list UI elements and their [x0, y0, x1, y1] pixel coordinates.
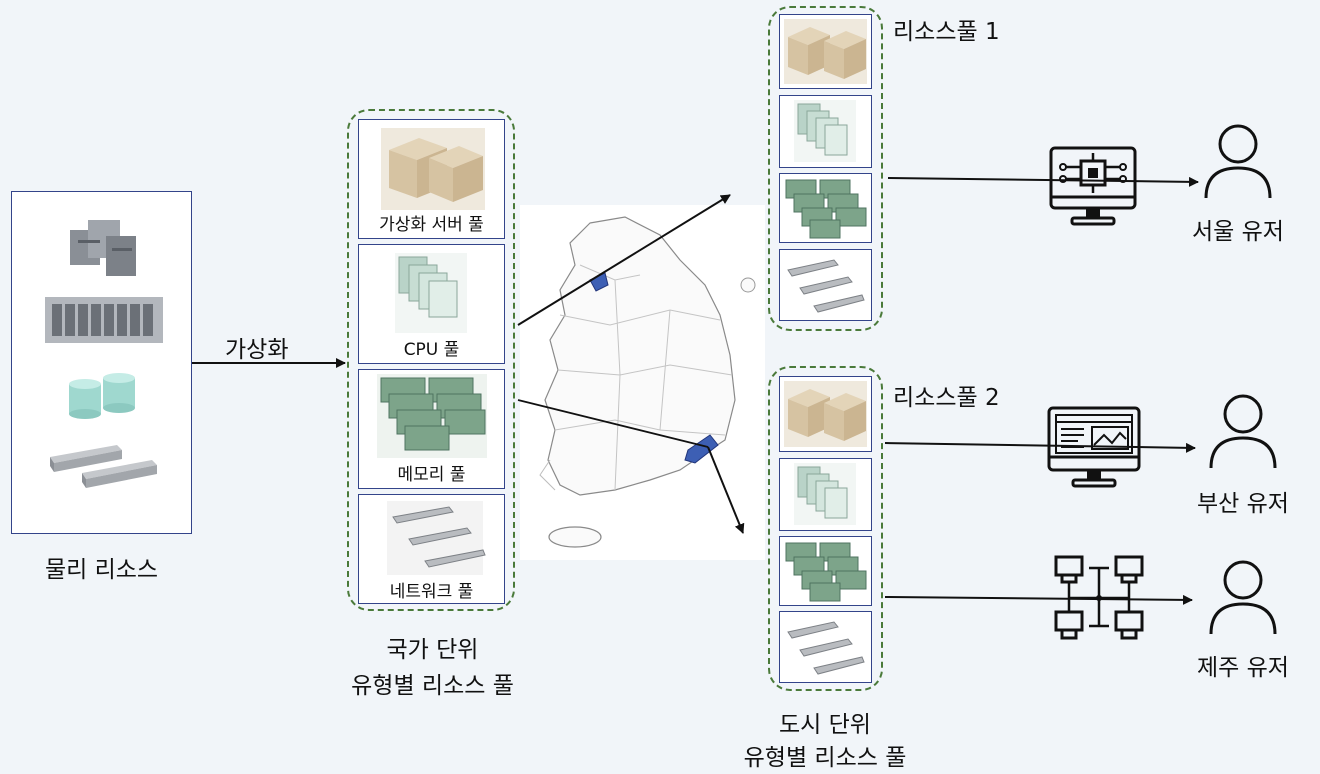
- network-switch-icon: [787, 621, 865, 675]
- city-pool-1-label: 리소스풀 1: [893, 19, 1000, 45]
- memory-modules-icon: [377, 374, 487, 458]
- cpu-chips-icon: [395, 253, 467, 333]
- physical-resources-panel: [11, 191, 192, 534]
- jeju-user-icon: [1209, 560, 1277, 635]
- city-pool-1-group: [768, 6, 883, 331]
- national-network-pool-label: 네트워크 풀: [389, 582, 474, 602]
- dashboard-monitor-icon: [1047, 406, 1141, 488]
- pool2-cpu: [779, 458, 872, 531]
- national-pool-caption-line2: 유형별 리소스 풀: [351, 673, 514, 699]
- server-tower-icon: [70, 220, 136, 276]
- national-memory-pool-label: 메모리 풀: [397, 465, 466, 485]
- city-pool-caption-line2: 유형별 리소스 풀: [743, 745, 907, 771]
- pool1-network: [779, 249, 872, 321]
- network-computers-icon: [1054, 555, 1144, 640]
- memory-modules-icon: [785, 542, 867, 602]
- city-pool-2-group: [768, 366, 883, 691]
- pool1-to-seoul-arrow: [887, 176, 1199, 187]
- network-switch-icon: [387, 501, 486, 575]
- busan-user-icon: [1209, 394, 1277, 469]
- jeju-user-label: 제주 유저: [1197, 655, 1289, 681]
- busan-user-label: 부산 유저: [1197, 491, 1289, 517]
- virtualize-label: 가상화: [225, 337, 289, 363]
- server-boxes-icon: [381, 128, 485, 210]
- network-switch-icon: [787, 259, 865, 313]
- national-pool-group: [347, 109, 515, 611]
- cpu-chips-icon: [794, 100, 856, 162]
- national-cpu-pool-label: CPU 풀: [403, 340, 460, 360]
- pool2-to-jeju-arrow: [884, 594, 1193, 605]
- national-server-pool-label: 가상화 서버 풀: [379, 215, 484, 235]
- national-cpu-pool: CPU 풀: [358, 244, 505, 364]
- server-boxes-icon: [784, 381, 867, 447]
- server-boxes-icon: [784, 19, 867, 84]
- storage-rack-icon: [45, 297, 163, 343]
- pool1-server: [779, 14, 872, 89]
- physical-resources-illustration: [45, 220, 163, 488]
- cpu-monitor-icon: [1049, 146, 1137, 226]
- pool1-cpu: [779, 95, 872, 168]
- pool1-memory: [779, 173, 872, 243]
- city-pool-caption-line1: 도시 단위: [779, 712, 871, 738]
- seoul-user-icon: [1204, 124, 1272, 199]
- seoul-user-label: 서울 유저: [1192, 219, 1284, 245]
- cpu-chips-icon: [794, 463, 856, 525]
- korea-map: [520, 205, 765, 560]
- national-memory-pool: 메모리 풀: [358, 369, 505, 489]
- physical-resources-label: 물리 리소스: [44, 557, 159, 583]
- database-icon: [69, 373, 135, 419]
- national-pool-caption-line1: 국가 단위: [386, 637, 479, 663]
- pool2-to-busan-arrow: [884, 442, 1196, 453]
- network-switch-icon: [50, 445, 157, 488]
- pool2-network: [779, 611, 872, 683]
- pool2-server: [779, 376, 872, 452]
- national-server-pool: 가상화 서버 풀: [358, 119, 505, 239]
- city-pool-2-label: 리소스풀 2: [893, 385, 1000, 411]
- memory-modules-icon: [785, 179, 867, 239]
- national-network-pool: 네트워크 풀: [358, 494, 505, 604]
- pool2-memory: [779, 536, 872, 606]
